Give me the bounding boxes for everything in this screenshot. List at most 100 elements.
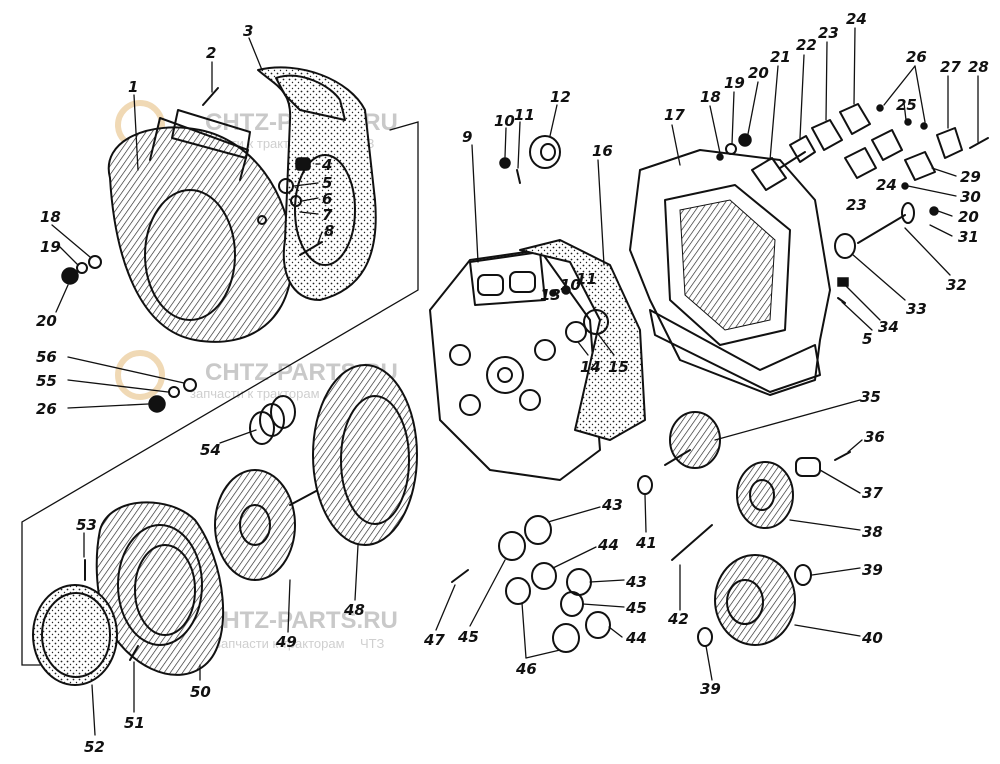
callout-4: 4 — [321, 156, 332, 174]
part-55-washer — [168, 386, 180, 398]
part-41-washer — [637, 475, 653, 495]
callout-28: 28 — [968, 58, 989, 76]
callout-20: 20 — [36, 312, 57, 330]
callout-21: 21 — [770, 48, 791, 66]
callout-55: 55 — [36, 372, 57, 390]
callout-9: 9 — [462, 128, 472, 146]
part-30-screw — [901, 182, 909, 190]
part-9-front-plate — [429, 249, 601, 481]
part-43-disc-upper — [524, 515, 552, 545]
callout-50: 50 — [190, 683, 211, 701]
callout-53: 53 — [76, 516, 97, 534]
part-2-stud — [202, 87, 219, 106]
part-13-pin — [549, 289, 557, 297]
callout-26: 26 — [36, 400, 57, 418]
callout-34: 34 — [878, 318, 899, 336]
part-24-cover-top — [839, 103, 871, 135]
part-5-nut — [278, 178, 294, 194]
part-32-shaft — [857, 202, 915, 244]
callout-labels: 1 2 3 4 5 6 7 8 18 19 20 56 55 26 54 9 1… — [36, 10, 989, 756]
callout-16: 16 — [592, 142, 613, 160]
callout-36: 36 — [864, 428, 885, 446]
watermark-tagline: запчасти к тракторам — [215, 636, 345, 651]
callout-24: 24 — [846, 10, 867, 28]
part-20-nut-right — [738, 133, 752, 147]
callout-24-lower: 24 — [876, 176, 897, 194]
part-22-plate — [789, 135, 816, 163]
callout-22: 22 — [796, 36, 817, 54]
part-38-gear — [736, 461, 794, 529]
callout-23: 23 — [818, 24, 839, 42]
callout-3: 3 — [243, 22, 253, 40]
callout-10-middle: 10 — [560, 276, 581, 294]
part-20-nut-left — [61, 267, 79, 285]
part-17-main-housing — [629, 149, 831, 396]
callout-1: 1 — [128, 78, 138, 96]
part-47-screw — [451, 569, 469, 583]
callout-18-right: 18 — [700, 88, 721, 106]
callout-37: 37 — [862, 484, 883, 502]
callout-33: 33 — [906, 300, 927, 318]
part-5-nut-right — [837, 297, 846, 304]
part-39-washer-upper — [794, 564, 812, 586]
callout-39-lower: 39 — [700, 680, 721, 698]
watermark-tagline: запчасти к тракторам — [190, 386, 320, 401]
callout-40: 40 — [861, 629, 883, 647]
part-11-pin — [516, 169, 521, 184]
callout-32: 32 — [946, 276, 967, 294]
part-29-cover — [904, 151, 936, 181]
callout-10: 10 — [494, 112, 515, 130]
part-20-nut-shaft — [929, 206, 939, 216]
part-34-plug — [837, 277, 849, 287]
part-24-cover-lower — [871, 129, 903, 161]
part-16-plate-gasket — [519, 239, 646, 441]
callout-51: 51 — [124, 714, 145, 732]
part-19-washer-left — [76, 262, 88, 274]
callout-52: 52 — [84, 738, 105, 756]
part-23-gasket-top — [811, 119, 843, 151]
part-4-bolt — [295, 157, 311, 171]
callout-41: 41 — [635, 534, 657, 552]
callout-5-right: 5 — [862, 330, 872, 348]
part-10-nut-middle — [561, 285, 571, 295]
part-35-gear-shaft — [664, 411, 721, 469]
callout-48: 48 — [343, 601, 365, 619]
part-19-washer-right — [725, 143, 737, 155]
callout-44: 44 — [597, 536, 619, 554]
callout-35: 35 — [860, 388, 881, 406]
callout-29: 29 — [960, 168, 981, 186]
callout-26-right: 26 — [906, 48, 927, 66]
part-6-washer — [290, 195, 302, 207]
callout-5: 5 — [322, 174, 332, 192]
leader-lines — [51, 27, 979, 736]
callout-27: 27 — [940, 58, 961, 76]
part-18-washer-right — [716, 153, 724, 161]
part-33-flange — [834, 233, 856, 259]
callout-45-right: 45 — [625, 599, 647, 617]
callout-11: 11 — [514, 106, 535, 124]
part-36-pin — [834, 451, 851, 461]
callout-25: 25 — [896, 96, 917, 114]
part-46-disc-middle — [505, 577, 531, 605]
callout-44-lower: 44 — [625, 629, 647, 647]
callout-17: 17 — [664, 106, 685, 124]
part-23-gasket-lower — [844, 147, 877, 179]
callout-6: 6 — [322, 190, 332, 208]
callout-23-lower: 23 — [846, 196, 867, 214]
part-45-disc-right — [560, 591, 584, 617]
callout-15: 15 — [608, 358, 629, 376]
callout-11-middle: 11 — [576, 270, 597, 288]
part-25-screws — [876, 104, 928, 130]
callout-56: 56 — [36, 348, 57, 366]
part-10-nut — [499, 157, 511, 169]
callout-18: 18 — [40, 208, 61, 226]
callout-2: 2 — [206, 44, 216, 62]
part-12-bushing — [529, 135, 561, 169]
callout-20-shaft: 20 — [958, 208, 979, 226]
callout-8: 8 — [324, 222, 334, 240]
callout-20-right: 20 — [748, 64, 769, 82]
part-21-flange-pipe — [751, 151, 806, 191]
part-54-piston-rings — [249, 395, 296, 445]
callout-38: 38 — [862, 523, 883, 541]
callout-31: 31 — [958, 228, 979, 246]
